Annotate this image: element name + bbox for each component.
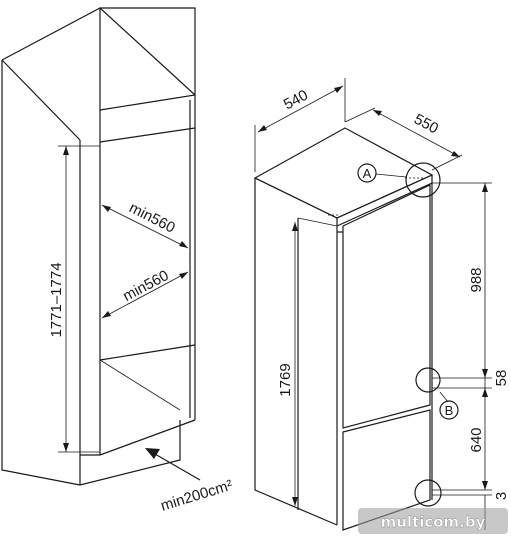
watermark-text: multicom.by [381,513,486,531]
bottom-offset-label: 3 [493,492,510,500]
niche-width-upper-label: min560 [126,199,178,236]
lower-section-label: 640 [468,427,485,452]
appliance-height-label: 1769 [277,363,294,396]
upper-section-label: 988 [468,267,485,292]
ventilation-label: min200cm² [159,477,235,515]
callout-a-label: A [363,166,372,181]
cabinet-niche [1,7,201,486]
niche-height-label: 1771–1774 [48,262,65,337]
callout-b-label: B [445,403,454,418]
watermark-bg [358,508,508,534]
niche-width-lower-label: min560 [120,267,171,305]
appliance-width-label: 540 [281,87,311,114]
gap-label: 58 [493,370,510,387]
appliance-outline [253,78,492,531]
